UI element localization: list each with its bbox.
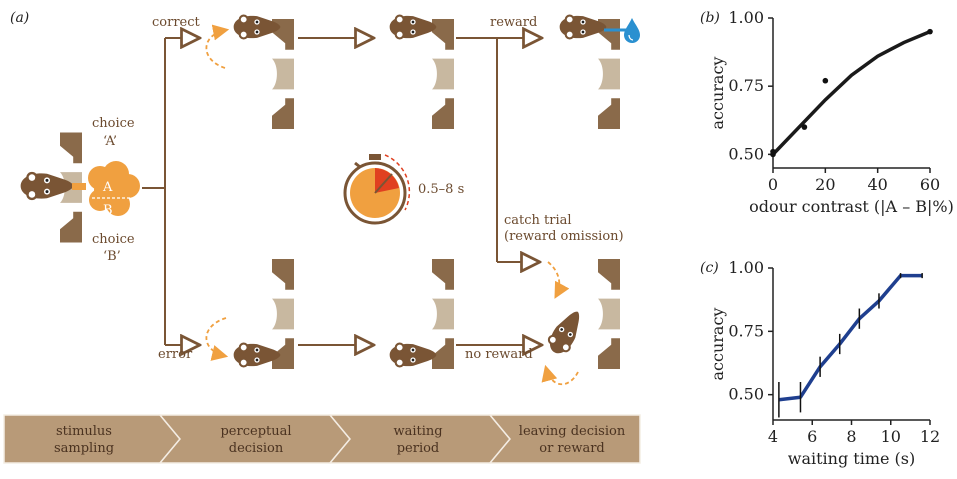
x-tick-label: 10 bbox=[881, 427, 901, 446]
mouse-waiting-top-icon bbox=[389, 14, 437, 40]
x-axis-label: odour contrast (|A – B|%) bbox=[749, 197, 954, 216]
label-correct: correct bbox=[152, 15, 201, 30]
odour-cloud-icon bbox=[88, 161, 140, 216]
port-array-reward bbox=[598, 19, 620, 129]
x-axis-label: waiting time (s) bbox=[788, 449, 916, 468]
port-array-waiting-bottom bbox=[432, 259, 454, 369]
turn-arrow-leave-top-icon bbox=[547, 261, 570, 299]
stage-4-line-2: or reward bbox=[539, 441, 605, 456]
label-choice-b: choice bbox=[92, 232, 135, 247]
stage-3-line-1: waiting bbox=[393, 424, 442, 439]
x-tick-label: 6 bbox=[807, 427, 817, 446]
water-drop-icon bbox=[604, 18, 640, 43]
data-point bbox=[801, 124, 808, 130]
label-choice-a: choice bbox=[92, 116, 135, 131]
y-tick-label: 0.75 bbox=[728, 321, 764, 340]
stopwatch-icon bbox=[343, 154, 411, 225]
data-point bbox=[927, 28, 933, 35]
panel-label-c: (c) bbox=[700, 260, 719, 276]
mouse-correct-icon bbox=[233, 14, 281, 40]
x-tick-label: 60 bbox=[920, 175, 940, 194]
port-array-decision-top bbox=[272, 19, 294, 129]
data-point bbox=[822, 77, 829, 84]
x-tick-label: 12 bbox=[920, 427, 940, 446]
label-reward-omission: (reward omission) bbox=[504, 229, 624, 244]
mouse-waiting-bottom-icon bbox=[389, 342, 437, 368]
label-choice-b-letter: ‘B’ bbox=[103, 249, 121, 264]
y-tick-label: 1.00 bbox=[728, 8, 764, 27]
label-no-reward: no reward bbox=[465, 347, 533, 362]
y-tick-label: 0.50 bbox=[728, 385, 764, 404]
chart-b: 0 20 40 60 0.50 0.75 1.00 odour contrast (|A – … bbox=[708, 8, 954, 216]
y-tick-label: 0.50 bbox=[728, 144, 764, 163]
stage-4-line-1: leaving decision bbox=[519, 424, 626, 439]
odour-label-b: B bbox=[103, 203, 113, 218]
port-array-leaving bbox=[598, 259, 620, 369]
x-tick-label: 4 bbox=[768, 427, 778, 446]
port-array-waiting-top bbox=[432, 19, 454, 129]
chart-c: 4 6 8 10 12 0.50 0.75 1.00 waiting time (s) accur… bbox=[708, 258, 940, 468]
y-axis-label: accuracy bbox=[708, 57, 727, 130]
odour-stream bbox=[72, 183, 86, 190]
stage-bar bbox=[3, 414, 641, 464]
panel-label-a: (a) bbox=[10, 10, 29, 26]
panel-label-b: (b) bbox=[700, 10, 720, 26]
stage-1-line-1: stimulus bbox=[56, 424, 112, 439]
label-reward: reward bbox=[490, 15, 537, 30]
flow-lines bbox=[142, 38, 540, 345]
x-tick-label: 20 bbox=[815, 175, 835, 194]
fit-curve bbox=[771, 30, 931, 156]
mouse-leaving-icon bbox=[543, 305, 589, 359]
label-choice-a-letter: ‘A’ bbox=[103, 134, 117, 149]
stage-2-line-2: decision bbox=[229, 441, 284, 456]
label-error: error bbox=[158, 347, 193, 362]
mouse-reward-icon bbox=[559, 14, 607, 40]
y-tick-label: 1.00 bbox=[728, 258, 764, 277]
stage-1-line-2: sampling bbox=[54, 441, 114, 456]
accuracy-line bbox=[778, 273, 923, 402]
x-tick-label: 8 bbox=[846, 427, 856, 446]
data-point bbox=[770, 148, 776, 155]
stage-2-line-1: perceptual bbox=[220, 424, 291, 439]
y-tick-label: 0.75 bbox=[728, 76, 764, 95]
timer-range-label: 0.5–8 s bbox=[418, 182, 464, 197]
sampling-section: choice ‘A’ choice ‘B’ A B bbox=[20, 116, 140, 264]
turn-arrow-error-icon bbox=[205, 317, 229, 361]
label-catch-trial: catch trial bbox=[504, 213, 572, 228]
y-axis-label: accuracy bbox=[708, 308, 727, 381]
x-tick-label: 40 bbox=[867, 175, 887, 194]
x-tick-label: 0 bbox=[768, 175, 778, 194]
turn-arrow-correct-icon bbox=[205, 24, 230, 69]
turn-arrow-leave-bottom-icon bbox=[541, 364, 579, 386]
odour-label-a: A bbox=[102, 180, 113, 195]
stage-3-line-2: period bbox=[397, 441, 440, 456]
